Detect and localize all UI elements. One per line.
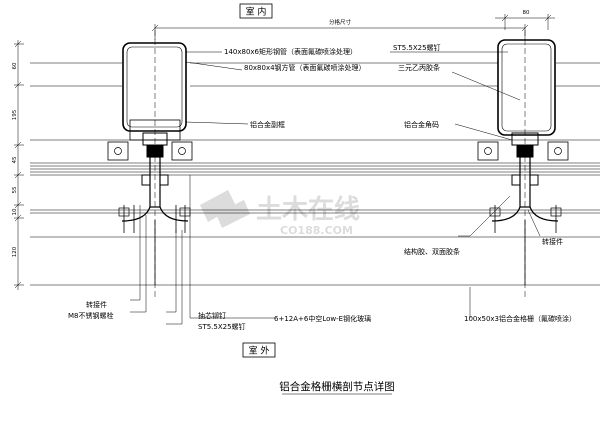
label-adapter-right: 转接件 [542, 237, 563, 246]
dim-120: 120 [12, 246, 18, 257]
watermark: 土木在线 CO188.COM [200, 190, 360, 237]
label-steel-tube-140: 140x80x6矩形钢管（表面氟碳喷涂处理） [224, 47, 357, 56]
grid-size-label: 分格尺寸 [329, 18, 352, 26]
label-grille: 100x50x3铝合金格栅（氟碳喷涂） [464, 314, 576, 323]
label-screw-top: ST5.5X25螺钉 [393, 43, 441, 52]
label-screw-bottom: ST5.5X25螺钉 [198, 322, 246, 331]
watermark-subtext: CO188.COM [280, 224, 353, 237]
outdoor-label-box: 室 外 [242, 342, 276, 358]
dim-60: 60 [12, 62, 18, 69]
label-corner-code: 铝合金角码 [404, 120, 439, 129]
indoor-label-box: 室 内 [239, 3, 273, 19]
label-glass: 6+12A+6中空Low-E钢化玻璃 [274, 314, 371, 323]
dim-45: 45 [12, 156, 18, 163]
label-structural-glue: 结构胶、双面胶条 [404, 247, 460, 256]
label-epdm-strip: 三元乙丙胶条 [398, 63, 440, 72]
width-dimension [495, 14, 555, 30]
right-mullion [477, 39, 569, 285]
left-mullion [107, 42, 193, 285]
indoor-label: 室 内 [246, 6, 267, 18]
dim-55: 55 [12, 186, 18, 193]
leader-lines [130, 51, 541, 325]
watermark-logo-icon [200, 190, 250, 228]
grid-dimension [151, 24, 529, 40]
dim-195: 195 [12, 109, 18, 120]
label-rivet: 抽芯铆钉 [198, 311, 226, 320]
outdoor-label: 室 外 [249, 345, 270, 357]
label-adapter-left: 转接件 [86, 300, 107, 309]
horizontal-lines [30, 62, 600, 286]
vertical-dimension-chain [14, 40, 24, 290]
label-bolt: M8不锈钢螺栓 [68, 311, 114, 320]
drawing-title: 铝合金格栅横剖节点详图 [279, 380, 395, 393]
label-steel-tube-80: 80x80x4钢方管（表面氟碳喷涂处理） [244, 63, 366, 72]
dim-10: 10 [12, 208, 18, 215]
dim-80: 80 [523, 10, 530, 16]
label-sub-frame: 铝合金副框 [250, 120, 285, 129]
